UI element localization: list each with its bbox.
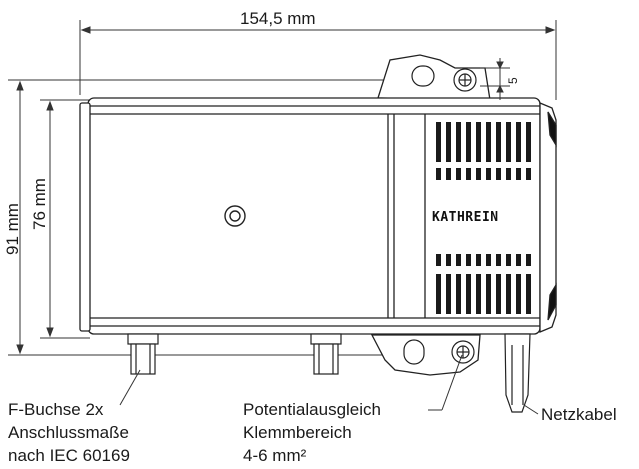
width-dimension	[79, 20, 557, 100]
brand-logo: KATHREIN	[432, 210, 499, 225]
mounting-lug-details	[403, 65, 435, 365]
f-connector-label-line-1: F-Buchse 2x	[8, 400, 104, 419]
clamp-offset-dimension	[480, 58, 510, 100]
height-outer-label: 91 mm	[3, 203, 22, 255]
potential-label-line-2: Klemmbereich	[243, 423, 352, 442]
device-housing	[79, 54, 557, 376]
vent-slots-top	[436, 122, 531, 180]
f-connector-label-line-2: Anschlussmaße	[8, 423, 129, 442]
ground-screw-top	[453, 68, 477, 92]
cable-label: Netzkabel	[541, 405, 617, 424]
f-connector-left	[127, 333, 159, 375]
clamp-offset-label: 5	[506, 77, 520, 84]
f-connector-right	[310, 333, 342, 375]
vent-slots-bottom	[436, 254, 531, 314]
height-inner-label: 76 mm	[30, 178, 49, 230]
power-cable	[504, 333, 531, 413]
leader-lines	[119, 354, 539, 415]
center-screw-icon	[224, 205, 246, 227]
potential-label-line-1: Potentialausgleich	[243, 400, 381, 419]
f-connector-label-line-3: nach IEC 60169	[8, 446, 130, 465]
width-dimension-label: 154,5 mm	[240, 9, 316, 28]
potential-label-line-3: 4-6 mm²	[243, 446, 307, 465]
ground-screw-bottom	[451, 340, 475, 364]
